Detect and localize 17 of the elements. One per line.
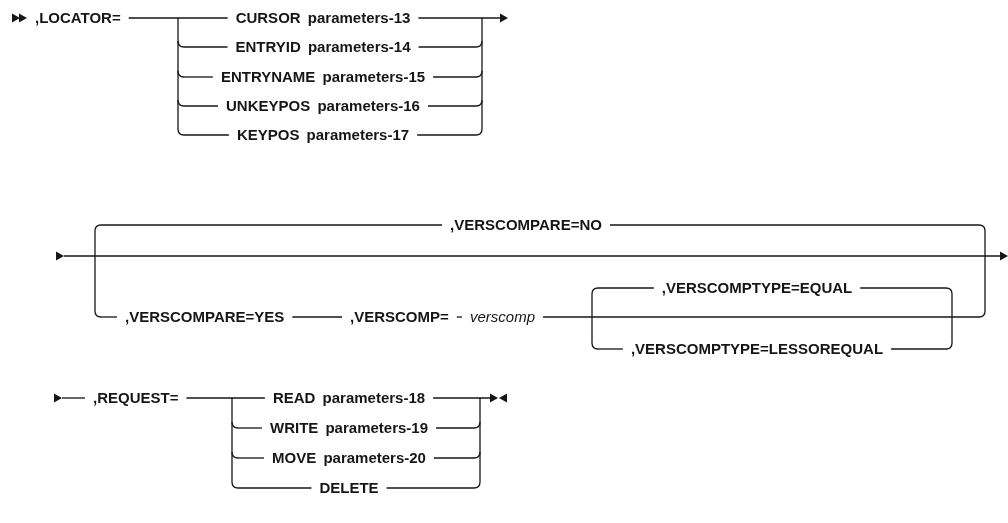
syntax-keyword: ,REQUEST= [93, 389, 179, 407]
syntax-keyword: CURSOR parameters-13 [235, 9, 411, 27]
syntax-keyword: UNKEYPOS parameters-16 [226, 97, 420, 115]
syntax-keyword: DELETE [319, 479, 379, 497]
variable-label: verscomp [470, 308, 536, 326]
syntax-keyword: ,VERSCOMP= [350, 308, 449, 326]
syntax-keyword: ,VERSCOMPARE=YES [125, 308, 285, 326]
syntax-keyword: ENTRYID parameters-14 [235, 38, 411, 56]
syntax-keyword: ,VERSCOMPTYPE=EQUAL [661, 279, 853, 297]
syntax-keyword: KEYPOS parameters-17 [236, 126, 410, 144]
syntax-keyword: ,LOCATOR= [35, 9, 121, 27]
syntax-keyword: MOVE parameters-20 [272, 449, 426, 467]
syntax-keyword: ,VERSCOMPTYPE=LESSOREQUAL [630, 340, 884, 358]
syntax-keyword: ,VERSCOMPARE=NO [450, 216, 602, 234]
syntax-keyword: READ parameters-18 [272, 389, 426, 407]
syntax-keyword: ENTRYNAME parameters-15 [220, 68, 426, 86]
syntax-keyword: WRITE parameters-19 [269, 419, 429, 437]
